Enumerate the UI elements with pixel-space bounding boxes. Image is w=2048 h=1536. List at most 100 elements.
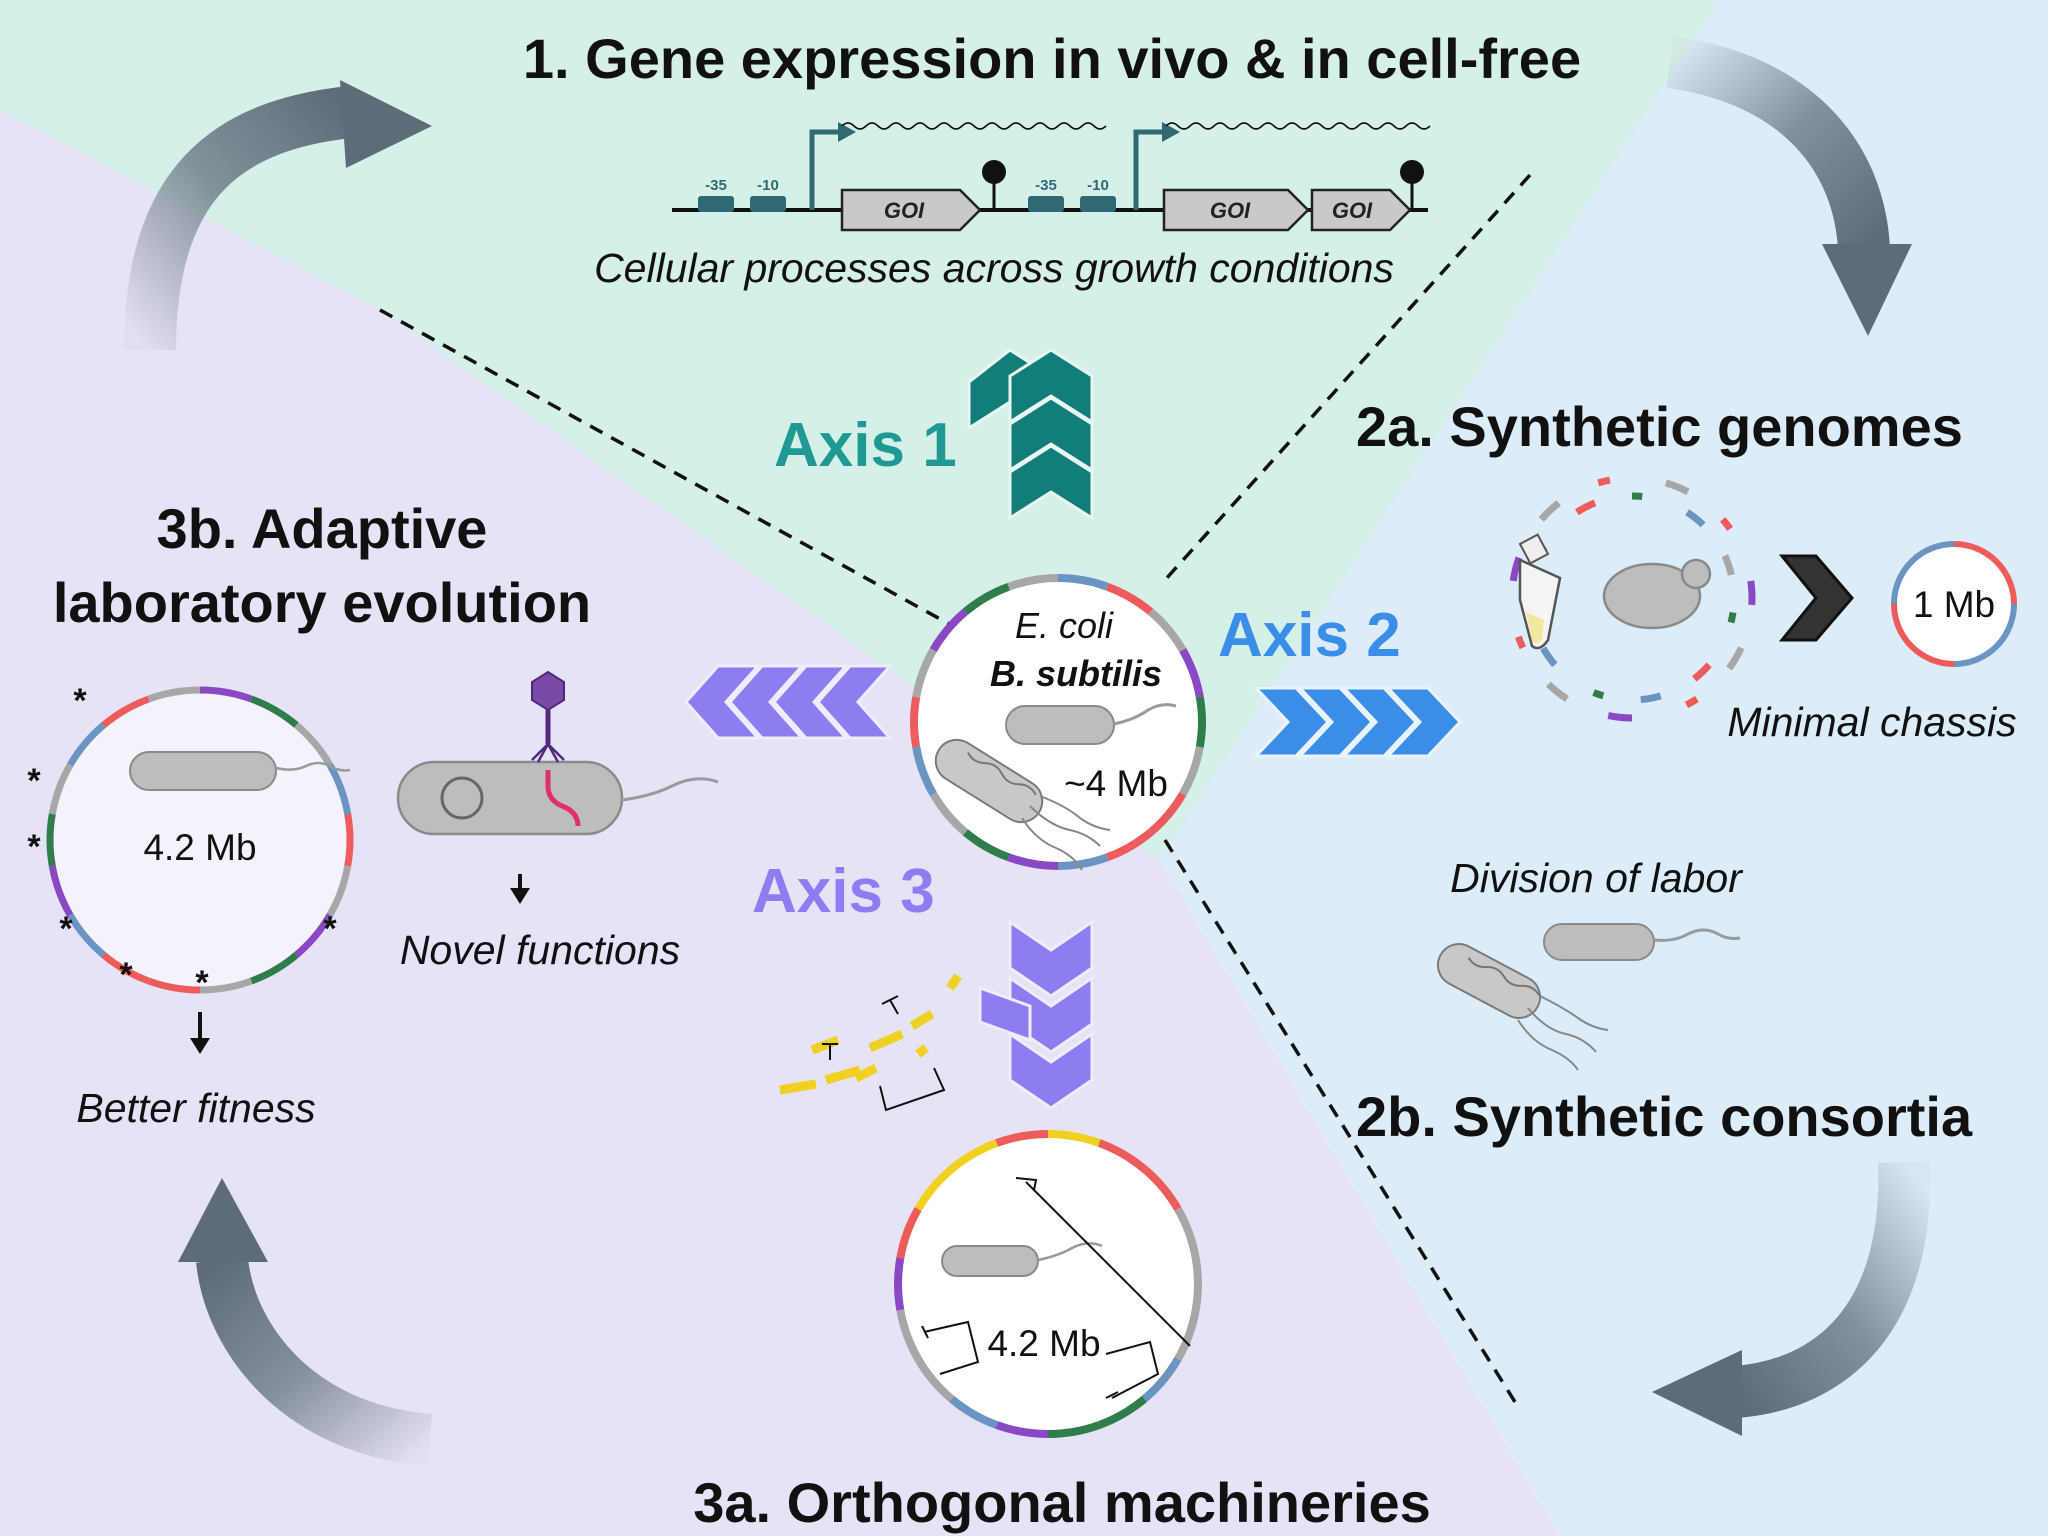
terminator-1-icon (982, 160, 1006, 210)
mutation-marker: * (119, 956, 133, 994)
genome-segment (1509, 556, 1523, 582)
minimal-genome-size: 1 Mb (1913, 584, 1995, 625)
orthogonal-genome-size: 4.2 Mb (987, 1323, 1100, 1364)
genome-segment (995, 1421, 1049, 1439)
division-of-labor-caption: Division of labor (1450, 855, 1744, 901)
genome-segment (344, 813, 354, 867)
label-minus10-2: -10 (1087, 177, 1109, 194)
genome-segment (1147, 608, 1187, 653)
cycle-arrow-top-right (1666, 36, 1912, 336)
genome-segment (1147, 791, 1187, 836)
mutation-marker: * (195, 964, 209, 1002)
novel-functions-caption: Novel functions (400, 927, 680, 973)
genome-segment (1953, 603, 2017, 667)
genome-segment (199, 977, 253, 994)
cycle-arrow-bottom-right (1652, 1161, 1931, 1436)
genome-segment (326, 865, 352, 917)
genome-segment (914, 1166, 955, 1212)
genome-segment (294, 722, 333, 767)
goi-label-2: GOI (1210, 198, 1251, 223)
genome-segment (1047, 1421, 1101, 1439)
genome-segment (1105, 829, 1154, 862)
axis-2-chevrons (1252, 686, 1463, 758)
genome-segment (250, 695, 299, 728)
genome-segment (1057, 853, 1109, 870)
phage-infected-cell (396, 670, 719, 836)
genome-segment (949, 1139, 999, 1173)
genome-segment (1195, 696, 1206, 748)
axis-3-label: Axis 3 (752, 857, 935, 926)
genome-segment (1515, 635, 1526, 650)
genome-segment (101, 695, 150, 728)
genome-segment (894, 1257, 905, 1311)
genome-segment (67, 722, 106, 767)
cycle-arrow-top-left (124, 80, 432, 351)
genome-segment (1007, 853, 1059, 870)
genome-segment (1631, 492, 1643, 500)
genome-segment (912, 648, 937, 698)
genome-segment (1684, 696, 1699, 709)
center-genome: E. coli B. subtilis ~4 Mb (910, 574, 1206, 871)
title-ale-line2: laboratory evolution (53, 571, 591, 634)
genome-segment (1574, 499, 1597, 516)
organism-ecoli: E. coli (1015, 605, 1114, 646)
cycle-arrow-bottom-left (178, 1178, 433, 1466)
genome-segment (1179, 648, 1204, 698)
genome-segment (962, 582, 1011, 615)
genome-segment (67, 913, 106, 958)
genome-segment (896, 1309, 922, 1361)
genome-segment (1097, 1395, 1147, 1429)
genome-segment (1141, 1166, 1182, 1212)
bacterium-rod-icon (1005, 705, 1115, 745)
axis-1-label: Axis 1 (774, 411, 957, 480)
genome-segment (1538, 500, 1561, 522)
mutation-marker: * (59, 910, 73, 948)
axis-3-down-chevrons (978, 919, 1094, 1110)
promoter-box-minus35-1 (698, 196, 734, 212)
genome-segment (294, 913, 333, 958)
yeast-cell-icon (1602, 558, 1712, 630)
genome-segment (896, 1207, 922, 1259)
ale-genome: 4.2 Mb * * * * * * * (27, 682, 354, 1002)
goi-label-1: GOI (884, 198, 925, 223)
label-minus35-1: -35 (705, 177, 727, 194)
gene-circuit: -35 -10 -35 -10 GOI GOI GOI Cellular pro… (594, 122, 1431, 291)
better-fitness-caption: Better fitness (76, 1085, 315, 1131)
minimal-chassis-caption: Minimal chassis (1727, 699, 2016, 745)
genome-segment (1097, 1139, 1147, 1173)
genome-segment (929, 608, 969, 653)
ale-genome-size: 4.2 Mb (143, 827, 256, 868)
mutation-marker: * (323, 910, 337, 948)
mutation-marker: * (73, 682, 87, 720)
promoter-box-minus10-2 (1080, 196, 1116, 212)
bacteriophage-icon (531, 670, 565, 763)
goi-label-3: GOI (1332, 198, 1373, 223)
genome-segment (1692, 662, 1712, 682)
genome-segment (1007, 574, 1059, 591)
genome-segment (1721, 554, 1735, 576)
genome-segment (1174, 1309, 1200, 1361)
genome-segment (1047, 1129, 1101, 1147)
title-ale-line1: 3b. Adaptive (157, 497, 488, 560)
genome-segment (1179, 746, 1204, 796)
genome-segment (929, 791, 969, 836)
genome-segment (48, 865, 74, 917)
down-arrow-icon (190, 1012, 210, 1054)
genome-segment (147, 686, 201, 703)
promoter-arrow-1-icon (809, 129, 840, 210)
mutation-marker: * (27, 762, 41, 800)
genome-segment (1592, 689, 1605, 700)
genome-segment (1891, 541, 1955, 605)
genome-segment (250, 952, 299, 985)
title-synthetic-genomes: 2a. Synthetic genomes (1356, 395, 1963, 458)
synthetic-genome-assembly (1509, 476, 1756, 722)
genome-segment (199, 686, 253, 703)
pipette-tube-icon (1518, 533, 1562, 650)
consortia-bacteria-icon (1436, 923, 1741, 1071)
genome-segment (46, 813, 56, 867)
genome-segment (1891, 603, 1955, 667)
title-synthetic-consortia: 2b. Synthetic consortia (1356, 1085, 1973, 1148)
genome-segment (1174, 1207, 1200, 1259)
center-genome-size: ~4 Mb (1064, 763, 1168, 804)
